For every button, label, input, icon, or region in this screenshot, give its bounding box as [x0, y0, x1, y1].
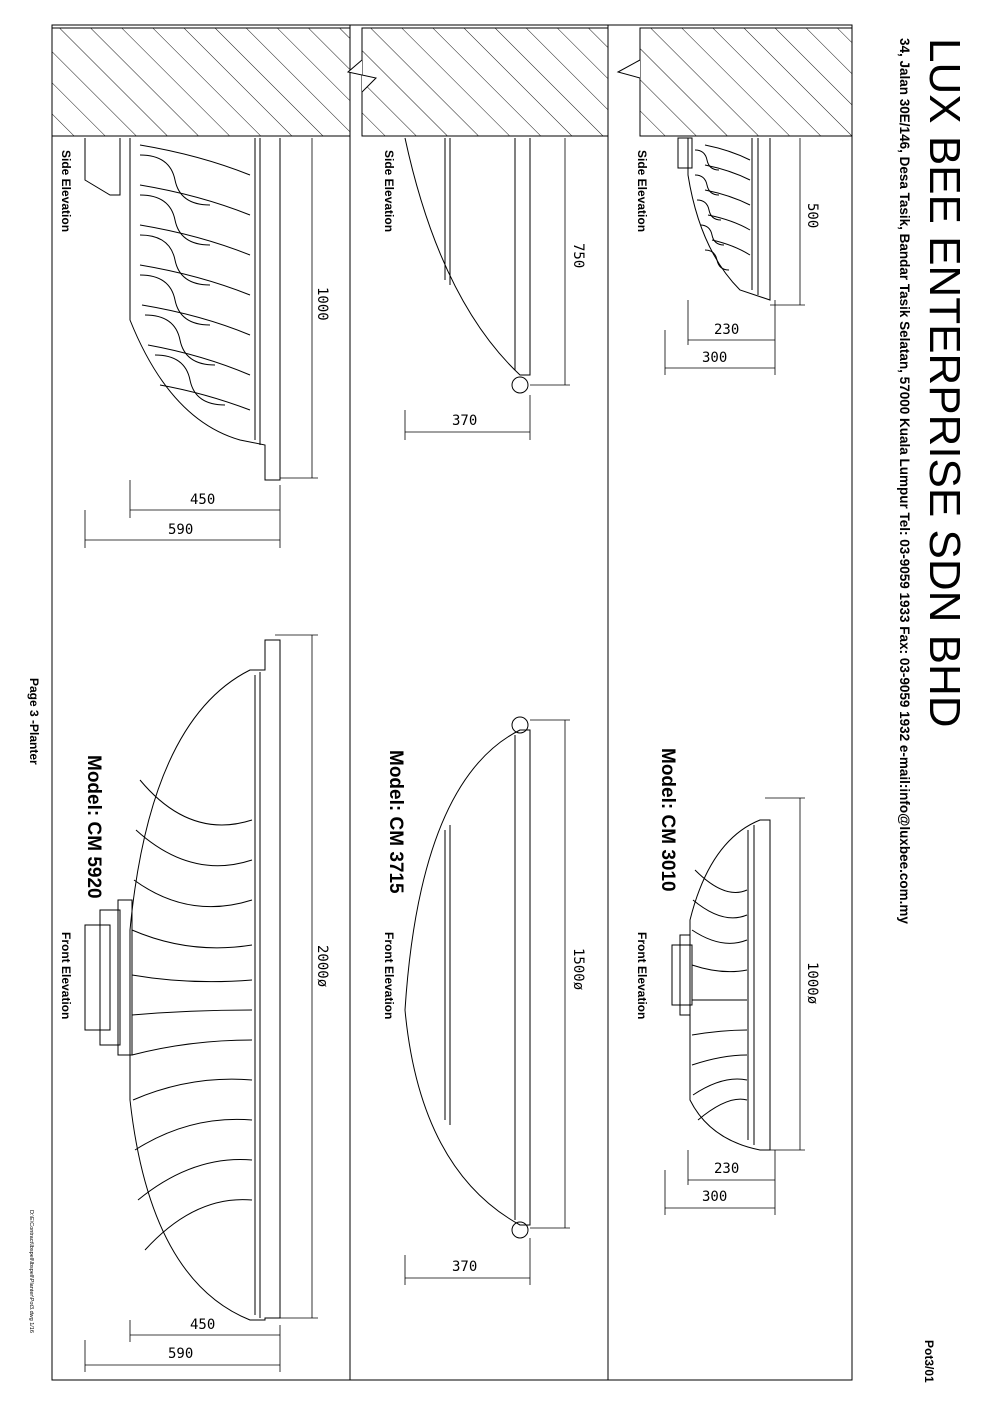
dim-inner: 450	[190, 492, 215, 508]
model-label: Model: CM 3010	[657, 748, 678, 892]
dimension-lines	[404, 138, 570, 1285]
file-path: D:\E\Contract\lbspell\lbspell\Planter\Po…	[28, 1210, 34, 1333]
dimension-lines	[84, 138, 318, 1372]
front-elevation-drawing	[84, 639, 281, 1321]
break-mark	[346, 59, 378, 93]
panel-cm5920	[84, 138, 318, 1372]
dim-height: 500	[804, 203, 820, 228]
dim-front-inner: 450	[190, 1317, 215, 1333]
front-elevation-label: Front Elevation	[635, 932, 649, 1019]
side-elevation-drawing	[404, 137, 531, 394]
model-label: Model: CM 3715	[385, 750, 406, 894]
dim-diameter: 1000ø	[804, 962, 820, 1005]
sheet-border	[51, 24, 853, 1381]
dim-diameter: 1500ø	[570, 948, 586, 991]
front-elevation-label: Front Elevation	[59, 932, 73, 1019]
dimension-lines	[664, 138, 805, 1215]
dim-diameter: 2000ø	[314, 945, 330, 988]
page-label: Page 3 -Planter	[27, 678, 41, 765]
break-mark	[616, 59, 641, 90]
wall-hatch	[51, 27, 351, 137]
dim-outer: 370	[452, 413, 477, 429]
panel-cm3715	[404, 137, 570, 1285]
dim-outer: 590	[168, 522, 193, 538]
dim-front-outer: 370	[452, 1259, 477, 1275]
side-elevation-label: Side Elevation	[59, 150, 73, 232]
dim-front-inner: 230	[714, 1161, 739, 1177]
dim-outer: 300	[702, 350, 727, 366]
dim-front-outer: 590	[168, 1346, 193, 1362]
panel-cm3010	[664, 137, 805, 1215]
dim-inner: 230	[714, 322, 739, 338]
page-code: Pot3/01	[922, 1340, 936, 1383]
model-label: Model: CM 5920	[83, 755, 104, 899]
side-elevation-drawing	[677, 137, 771, 301]
side-elevation-label: Side Elevation	[635, 150, 649, 232]
dim-front-outer: 300	[702, 1189, 727, 1205]
front-elevation-drawing	[671, 819, 771, 1151]
front-elevation-drawing	[404, 716, 531, 1239]
side-elevation-drawing	[84, 138, 281, 481]
dim-height: 1000	[314, 287, 330, 321]
front-elevation-label: Front Elevation	[382, 932, 396, 1019]
company-address: 34, Jalan 30E/146, Desa Tasik, Bandar Ta…	[897, 38, 912, 924]
wall-hatch	[639, 27, 853, 137]
company-name: LUX BEE ENTERPRISE SDN BHD	[920, 38, 969, 728]
wall-hatch	[361, 27, 609, 137]
side-elevation-label: Side Elevation	[382, 150, 396, 232]
dim-height: 750	[570, 243, 586, 268]
